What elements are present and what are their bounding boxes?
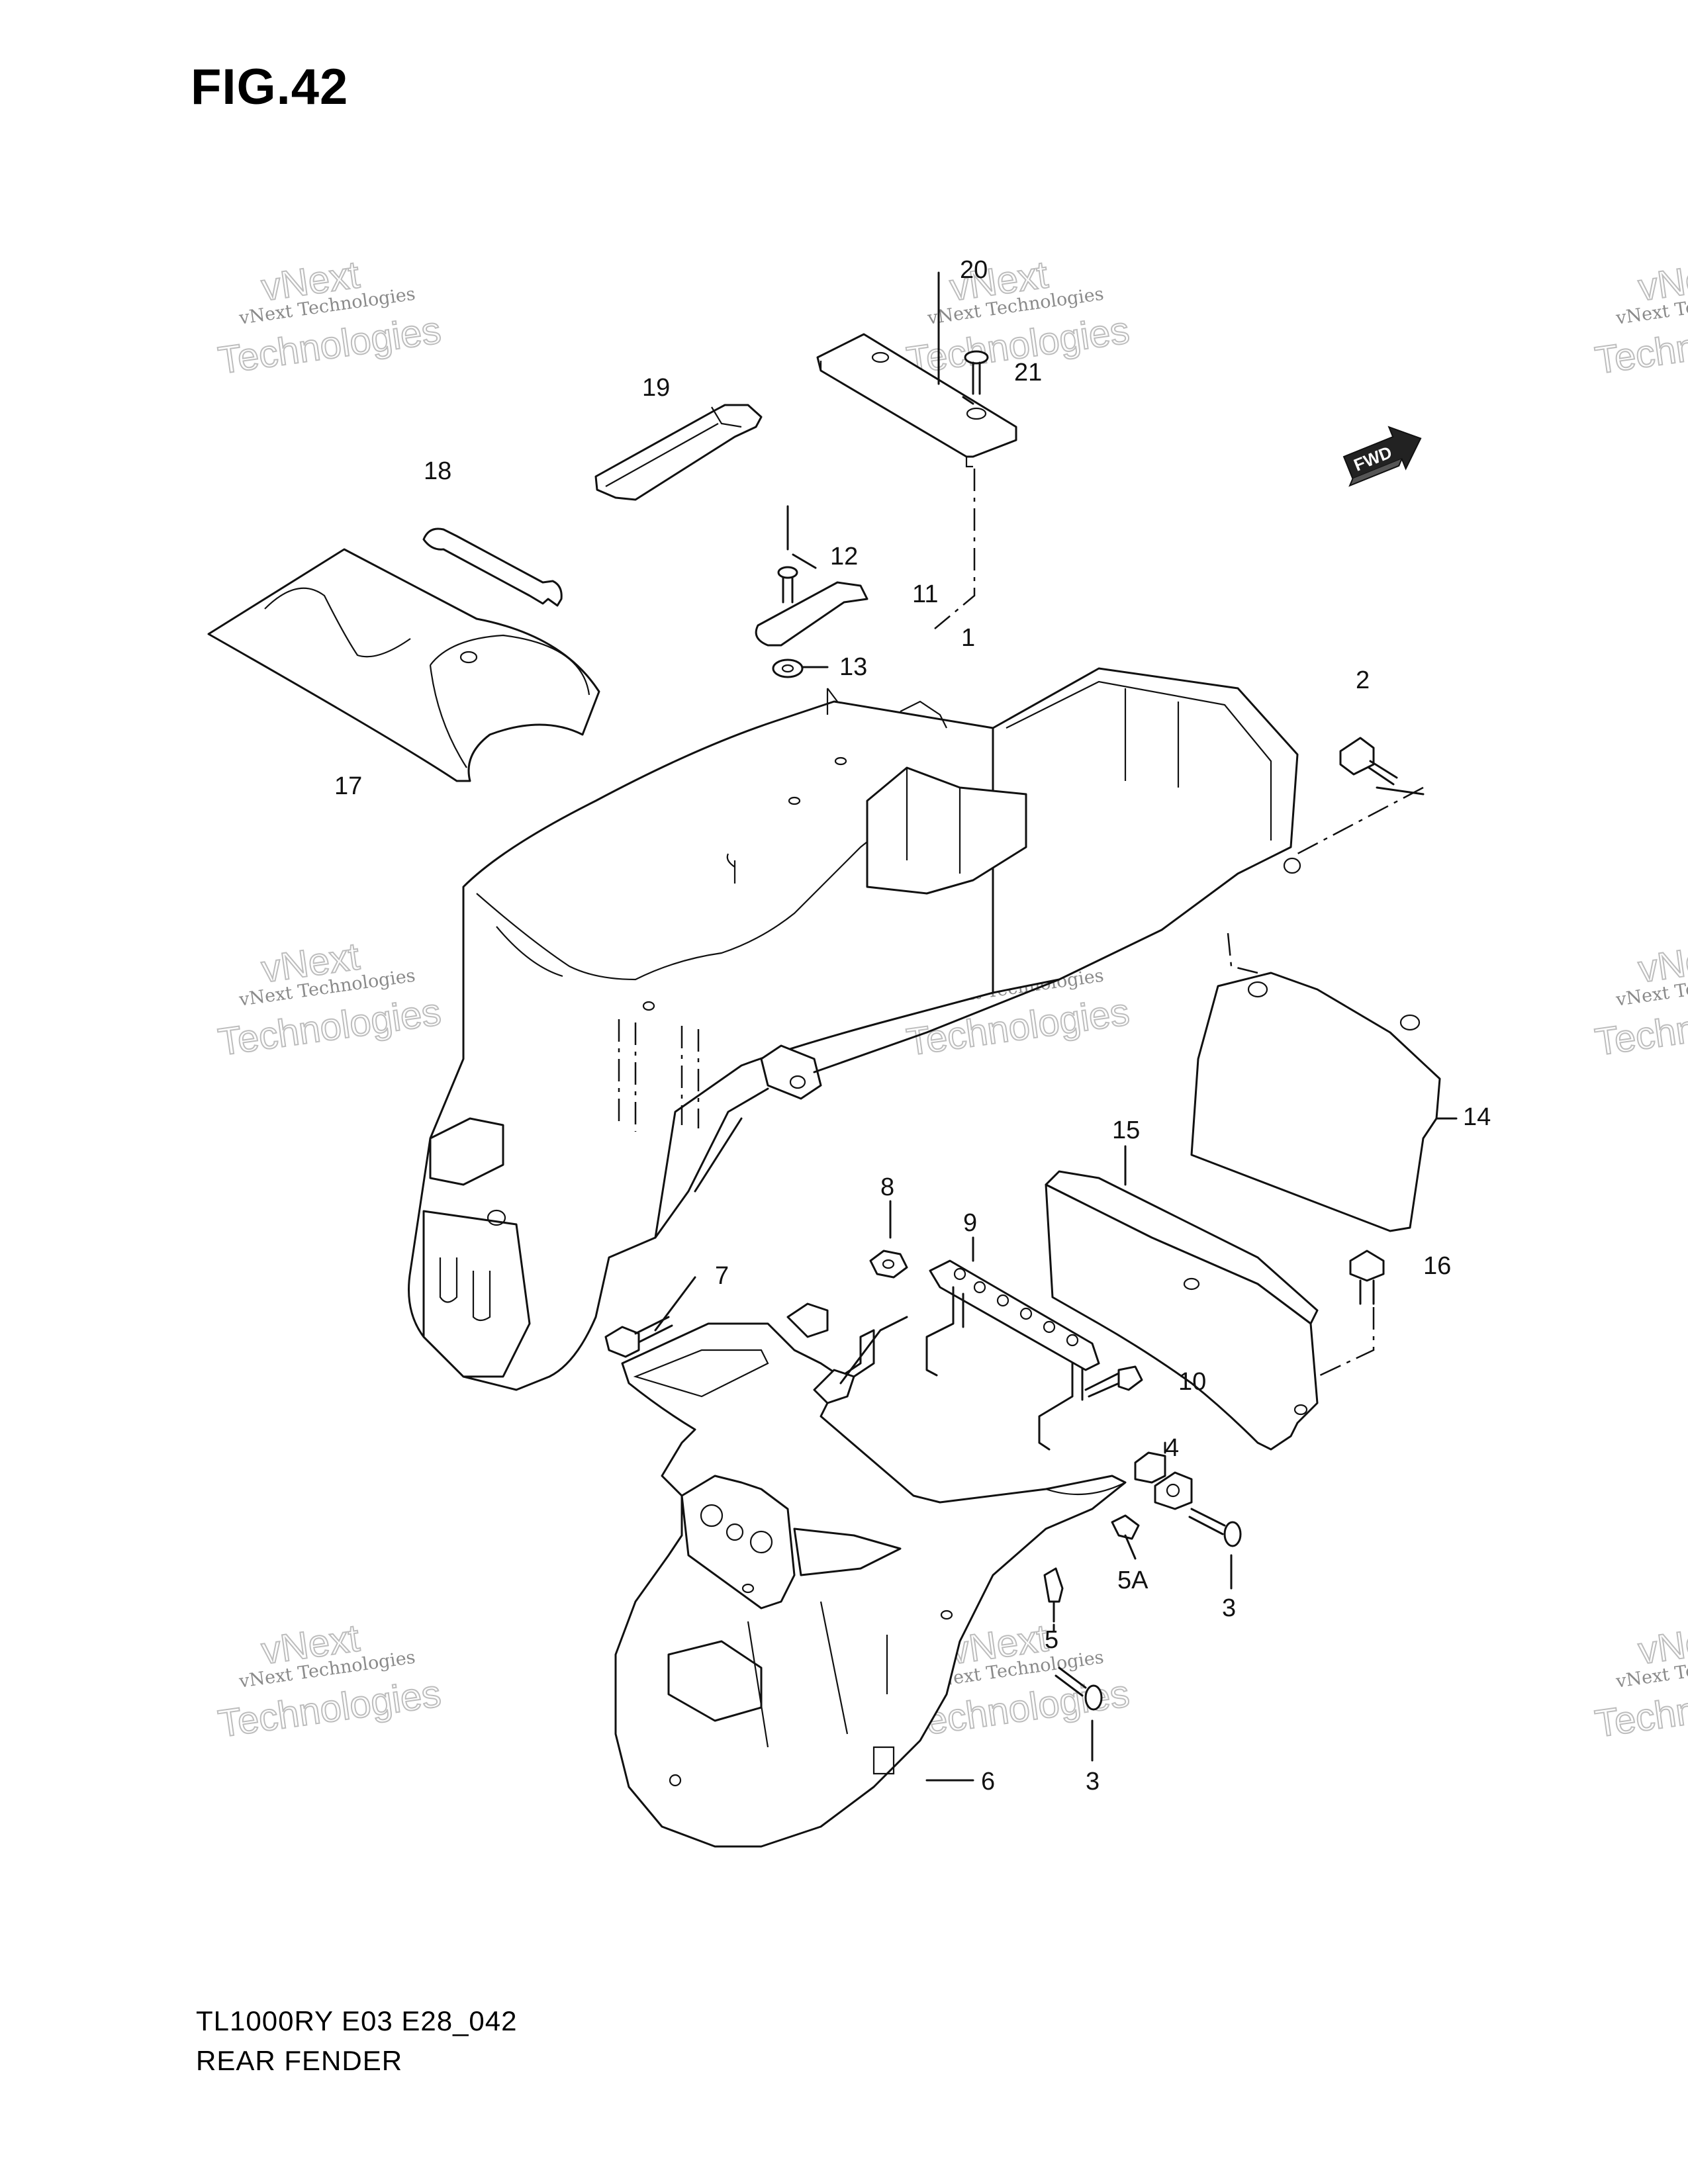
callout-8: 8 <box>880 1173 894 1201</box>
fwd-direction-badge: FWD <box>1342 426 1422 487</box>
watermark-top-right: vNext vNext Technologies Technologies <box>1592 252 1688 383</box>
callout-15: 15 <box>1112 1116 1140 1144</box>
part-13-washer <box>772 659 804 678</box>
callout-7: 7 <box>715 1262 729 1290</box>
part-14-panel <box>1190 972 1441 1232</box>
callout-10: 10 <box>1178 1368 1206 1396</box>
part-12-clamp <box>755 505 868 647</box>
watermark-top-center: vNext vNext Technologies Technologies <box>904 252 1133 383</box>
callout-5a: 5A <box>1117 1567 1149 1594</box>
watermark-top-left: vNext vNext Technologies Technologies <box>215 252 444 383</box>
model-code: TL1000RY E03 E28_042 <box>196 2005 518 2036</box>
part-4-clip <box>1134 1451 1193 1510</box>
part-3-screw-lower <box>1055 1666 1103 1711</box>
part-21-screw <box>964 350 989 395</box>
callout-13: 13 <box>839 653 867 681</box>
callout-12: 12 <box>830 543 858 570</box>
part-6-license-bracket <box>614 1302 1127 1848</box>
watermark-mid-left: vNext vNext Technologies Technologies <box>215 934 444 1064</box>
part-5a-clip <box>1111 1514 1140 1540</box>
leader-lines <box>654 271 1458 1782</box>
callout-1: 1 <box>961 624 975 652</box>
callout-20: 20 <box>960 256 988 284</box>
callout-11: 11 <box>912 580 938 608</box>
part-5-rivet <box>1043 1567 1064 1623</box>
part-17-tool-bag <box>207 548 600 782</box>
part-18-wrench <box>422 527 563 607</box>
callout-19: 19 <box>642 374 670 402</box>
callout-3-upper: 3 <box>1222 1594 1236 1622</box>
part-20-bracket <box>816 333 1017 468</box>
watermark-low-left: vNext vNext Technologies Technologies <box>215 1615 444 1746</box>
callout-9: 9 <box>963 1209 977 1237</box>
part-8-nut <box>869 1250 908 1279</box>
part-19-strap <box>594 404 763 501</box>
callout-21: 21 <box>1014 359 1042 387</box>
part-2-bolt <box>1339 737 1398 786</box>
part-16-bolt <box>1349 1250 1385 1305</box>
watermark-low-right: vNext vNext Technologies Technologies <box>1592 1615 1688 1746</box>
callout-labels: 1 2 3 3 4 5 5A 6 7 8 9 10 11 12 13 14 15… <box>334 256 1491 1796</box>
callout-3-lower: 3 <box>1086 1768 1100 1796</box>
part-1-rear-fender-main <box>408 667 1301 1391</box>
figure-title: FIG.42 <box>191 59 349 115</box>
callout-16: 16 <box>1423 1252 1451 1280</box>
callout-2: 2 <box>1356 666 1370 694</box>
part-10-side-cover <box>1045 1183 1319 1451</box>
callout-17: 17 <box>334 772 362 800</box>
callout-5: 5 <box>1045 1626 1058 1654</box>
figure-caption: REAR FENDER <box>196 2045 403 2076</box>
callout-4: 4 <box>1165 1434 1179 1462</box>
callout-14: 14 <box>1463 1103 1491 1131</box>
callout-6: 6 <box>981 1768 995 1796</box>
part-9-bolt <box>1084 1365 1143 1398</box>
callout-18: 18 <box>424 457 451 485</box>
watermark-mid-right: vNext vNext Technologies Technologies <box>1592 934 1688 1064</box>
part-9-bracket <box>925 1259 1100 1451</box>
part-3-screw-upper <box>1188 1508 1242 1547</box>
